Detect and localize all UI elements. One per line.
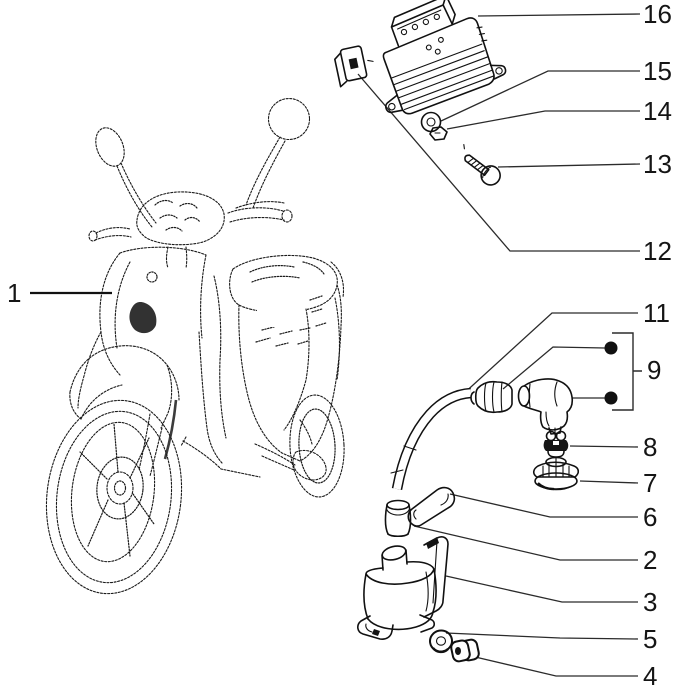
leader-5 xyxy=(445,632,639,640)
leader-16 xyxy=(477,13,641,17)
nut-14 xyxy=(429,126,448,141)
callout-label-15: 15 xyxy=(643,56,672,86)
washer-drawing xyxy=(429,629,453,654)
leader-13 xyxy=(497,163,641,168)
left-grip xyxy=(94,227,132,241)
spark-plug-cap-drawing xyxy=(517,378,574,435)
leader-6 xyxy=(449,493,638,518)
callout-label-1: 1 xyxy=(7,278,22,308)
front-fender xyxy=(69,345,180,401)
callout-label-3: 3 xyxy=(643,587,658,617)
leader-8 xyxy=(569,445,639,448)
ignition-coil-drawing xyxy=(357,536,449,640)
screw-drawing xyxy=(463,144,501,186)
leader-lines xyxy=(30,13,642,677)
leader-12 xyxy=(357,73,640,252)
nut-drawing xyxy=(450,638,480,663)
headlight-cluster xyxy=(136,191,225,246)
left-mirror xyxy=(95,127,125,167)
callout-label-13: 13 xyxy=(643,149,672,179)
leader-4 xyxy=(470,655,638,677)
right-mirror xyxy=(267,97,311,141)
leader-3 xyxy=(445,575,638,603)
cable-connector-drawing xyxy=(470,380,513,414)
front-shield xyxy=(99,252,121,376)
leader-7 xyxy=(579,480,639,484)
leader-14 xyxy=(446,110,640,130)
leader-15 xyxy=(440,70,640,122)
grommet-cap-drawing xyxy=(532,456,580,491)
leader-9a xyxy=(502,346,606,390)
callout-label-11: 11 xyxy=(643,298,670,328)
callout-label-14: 14 xyxy=(643,96,672,126)
protection-boot-drawing xyxy=(407,486,456,527)
seat xyxy=(229,254,338,313)
voltage-regulator-drawing xyxy=(382,0,507,115)
callout-label-5: 5 xyxy=(643,624,658,654)
front-wheel xyxy=(45,399,183,595)
leader-2 xyxy=(413,525,638,561)
callout-label-6: 6 xyxy=(643,502,658,532)
leader-11 xyxy=(460,312,638,397)
right-grip xyxy=(227,201,285,223)
scooter-illustration xyxy=(45,97,345,595)
callout-label-16: 16 xyxy=(643,0,672,29)
spark-plug-cable-drawing xyxy=(390,387,472,490)
callout-label-8: 8 xyxy=(643,432,658,462)
connector-plate-drawing xyxy=(334,45,374,88)
callout-label-2: 2 xyxy=(643,545,658,575)
washer-screw-15 xyxy=(420,111,442,133)
rear-wheel xyxy=(289,394,345,498)
callout-label-4: 4 xyxy=(643,661,658,691)
callout-label-9: 9 xyxy=(647,355,662,385)
muffler xyxy=(292,449,327,481)
rear-body xyxy=(299,284,342,462)
rubber-grommet-drawing xyxy=(384,499,412,538)
callout-label-12: 12 xyxy=(643,236,672,266)
bullet-9b xyxy=(604,391,618,405)
callout-label-7: 7 xyxy=(643,468,658,498)
bracket-9 xyxy=(612,332,642,411)
bullet-9a xyxy=(604,341,618,355)
